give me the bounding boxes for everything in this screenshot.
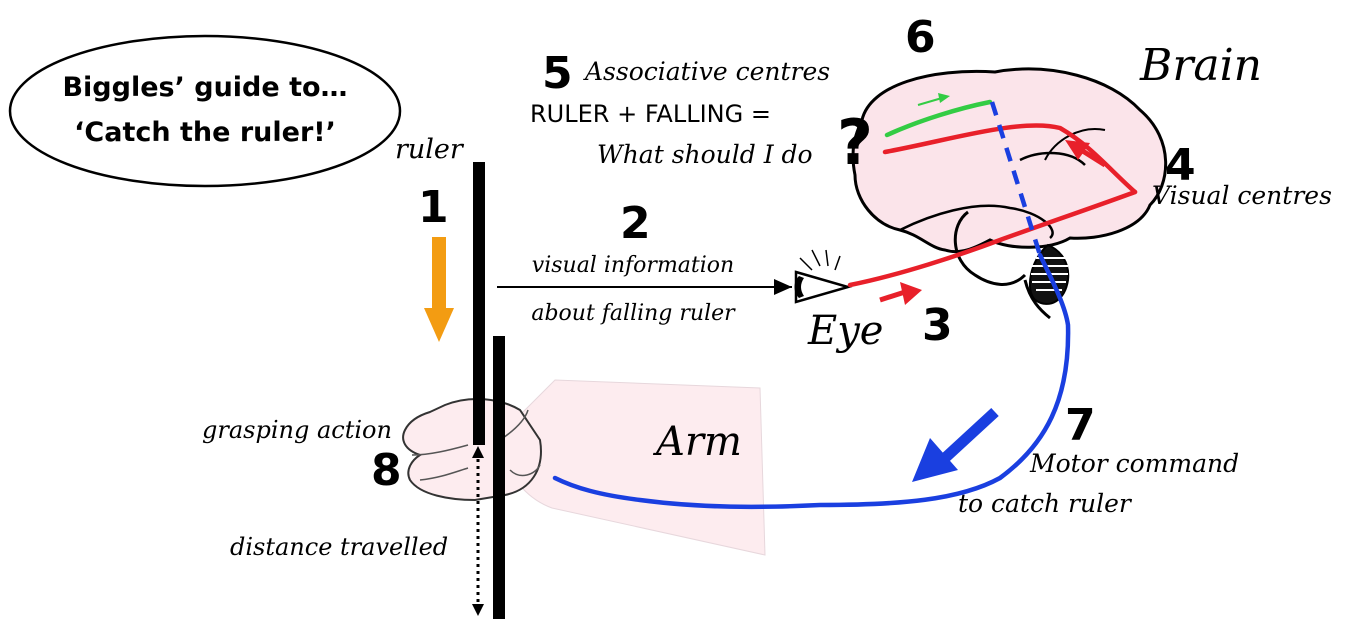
red-arrow-eye-head [900, 282, 922, 305]
visual-centres-label: Visual centres [1152, 181, 1332, 210]
equation-label: RULER + FALLING = [530, 100, 771, 128]
step-number-1: 1 [418, 182, 449, 233]
falling-ruler [473, 162, 485, 445]
fall-arrow-head [424, 308, 454, 342]
visual-pathway [847, 123, 1138, 288]
fall-arrow-shaft [432, 237, 446, 315]
question-mark: ? [837, 106, 873, 179]
motor-pathway [552, 252, 1071, 510]
distance-arrow-up [472, 446, 484, 458]
step-number-3: 3 [922, 300, 953, 351]
motor-command-line-1: Motor command [1029, 449, 1239, 478]
motor-command-line-2: to catch ruler [958, 489, 1133, 518]
arm-label: Arm [652, 419, 742, 465]
step-number-4: 4 [1165, 140, 1196, 191]
blue-arrow-shaft [941, 407, 999, 463]
step-number-7: 7 [1065, 400, 1096, 451]
associative-label: Associative centres [583, 57, 830, 86]
blue-arrow-head [912, 438, 958, 482]
caught-ruler [493, 336, 505, 619]
distance-arrow-down [472, 604, 484, 616]
motor-pathway-dashed [989, 101, 1043, 256]
ruler-label: ruler [395, 134, 465, 165]
step-number-5: 5 [542, 48, 573, 99]
step-number-2: 2 [620, 198, 651, 249]
eye-label: Eye [807, 308, 883, 354]
title-line-1: Biggles’ guide to… [62, 72, 347, 103]
grasping-label: grasping action [202, 416, 392, 444]
distance-label: distance travelled [230, 533, 448, 561]
visual-info-line-1: visual information [532, 253, 734, 278]
title-bubble [8, 34, 402, 188]
question-label: What should I do [597, 140, 813, 169]
step-number-8: 8 [371, 445, 402, 496]
brain-illustration [851, 67, 1168, 320]
visual-info-line-2: about falling ruler [531, 301, 736, 326]
eye-icon [794, 249, 853, 304]
association-pathway [884, 99, 993, 138]
title-line-2: ‘Catch the ruler!’ [74, 117, 336, 148]
green-arrow [917, 97, 943, 106]
red-arrow-eye [879, 289, 906, 303]
brain-label: Brain [1139, 40, 1262, 91]
green-arrow-head [938, 93, 950, 103]
arm-illustration [402, 379, 766, 556]
red-arrow-brain-head [1065, 140, 1090, 160]
step-number-6: 6 [905, 12, 936, 63]
